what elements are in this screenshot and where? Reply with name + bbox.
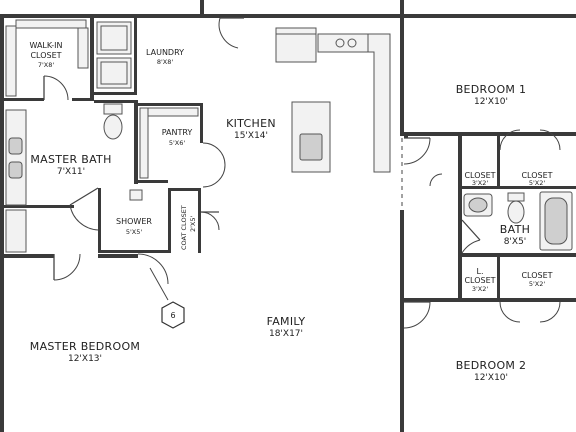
closet-b-label: CLOSET [521, 171, 552, 180]
vanity-counter [5, 109, 27, 206]
bath-dim: 8'X5' [504, 237, 527, 247]
island-sink [299, 133, 323, 161]
shower-dim: 5'X5' [126, 228, 143, 236]
pantry-shelf [139, 107, 149, 179]
closet-a-dim: 3'X2' [472, 179, 489, 187]
column-tag-number: 6 [170, 311, 175, 320]
master-bath-dim: 7'X11' [57, 167, 85, 177]
hexagon-tag-icon [161, 301, 185, 329]
bath-toilet-tank [507, 192, 525, 202]
closet-shelf-top [15, 19, 87, 29]
bedroom2-dim: 12'X10' [474, 373, 508, 383]
closet-b-dim: 5'X2' [529, 179, 546, 187]
laundry-label: LAUNDRY [146, 48, 184, 57]
fixtures [5, 19, 573, 253]
linen-closet-dim: 3'X2' [472, 285, 489, 293]
bath-label: BATH [500, 223, 530, 236]
walk-in-closet-dim: 7'X8' [38, 61, 55, 69]
pantry-shelf-top [147, 107, 199, 117]
cooktop-burner-2 [347, 38, 357, 48]
labels: WALK-IN CLOSET 7'X8' LAUNDRY 8'X8' KITCH… [29, 41, 552, 383]
bedroom1-label: BEDROOM 1 [456, 83, 527, 96]
bedroom2-label: BEDROOM 2 [456, 359, 527, 372]
bedroom1-dim: 12'X10' [474, 97, 508, 107]
shower-label: SHOWER [116, 217, 152, 226]
cooktop-burner-1 [335, 38, 345, 48]
dryer-inner [100, 61, 128, 85]
master-bedroom-label: MASTER BEDROOM [30, 340, 140, 353]
shower-seat [129, 189, 143, 201]
doors [43, 17, 561, 329]
pantry-label: PANTRY [162, 128, 193, 137]
toilet-bowl [103, 114, 123, 140]
bathtub-basin [544, 197, 568, 245]
pantry-dim: 5'X6' [169, 139, 186, 147]
column-tag: 6 [149, 267, 185, 329]
bath-sink [468, 197, 488, 213]
kitchen-label: KITCHEN [226, 117, 276, 130]
closet-shelf-right [77, 27, 89, 69]
master-bath-label: MASTER BATH [30, 153, 111, 166]
master-bedroom-dim: 12'X13' [68, 354, 102, 364]
sink-1 [8, 137, 23, 155]
toilet-tank [103, 103, 123, 115]
walk-in-closet-label-2: CLOSET [30, 51, 61, 60]
refrigerator-door [275, 27, 317, 35]
closet-c-dim: 5'X2' [529, 280, 546, 288]
bath-toilet-bowl [507, 200, 525, 224]
sink-2 [8, 161, 23, 179]
linen-closet-label: L. [477, 267, 484, 276]
washer-inner [100, 25, 128, 51]
walk-in-closet-label: WALK-IN [29, 41, 62, 50]
laundry-dim: 8'X8' [157, 58, 174, 66]
kitchen-dim: 15'X14' [234, 131, 268, 141]
linen-closet-label-2: CLOSET [464, 276, 495, 285]
family-label: FAMILY [267, 315, 306, 328]
bath-counter-lower [5, 209, 27, 253]
closet-shelf-left [5, 25, 17, 97]
closet-a-label: CLOSET [464, 171, 495, 180]
family-dim: 18'X17' [269, 329, 303, 339]
coat-closet-label: COAT CLOSET [180, 205, 188, 250]
kitchen-counter-right [367, 33, 391, 173]
coat-closet-dim: 2'X5' [189, 215, 197, 232]
closet-c-label: CLOSET [521, 271, 552, 280]
